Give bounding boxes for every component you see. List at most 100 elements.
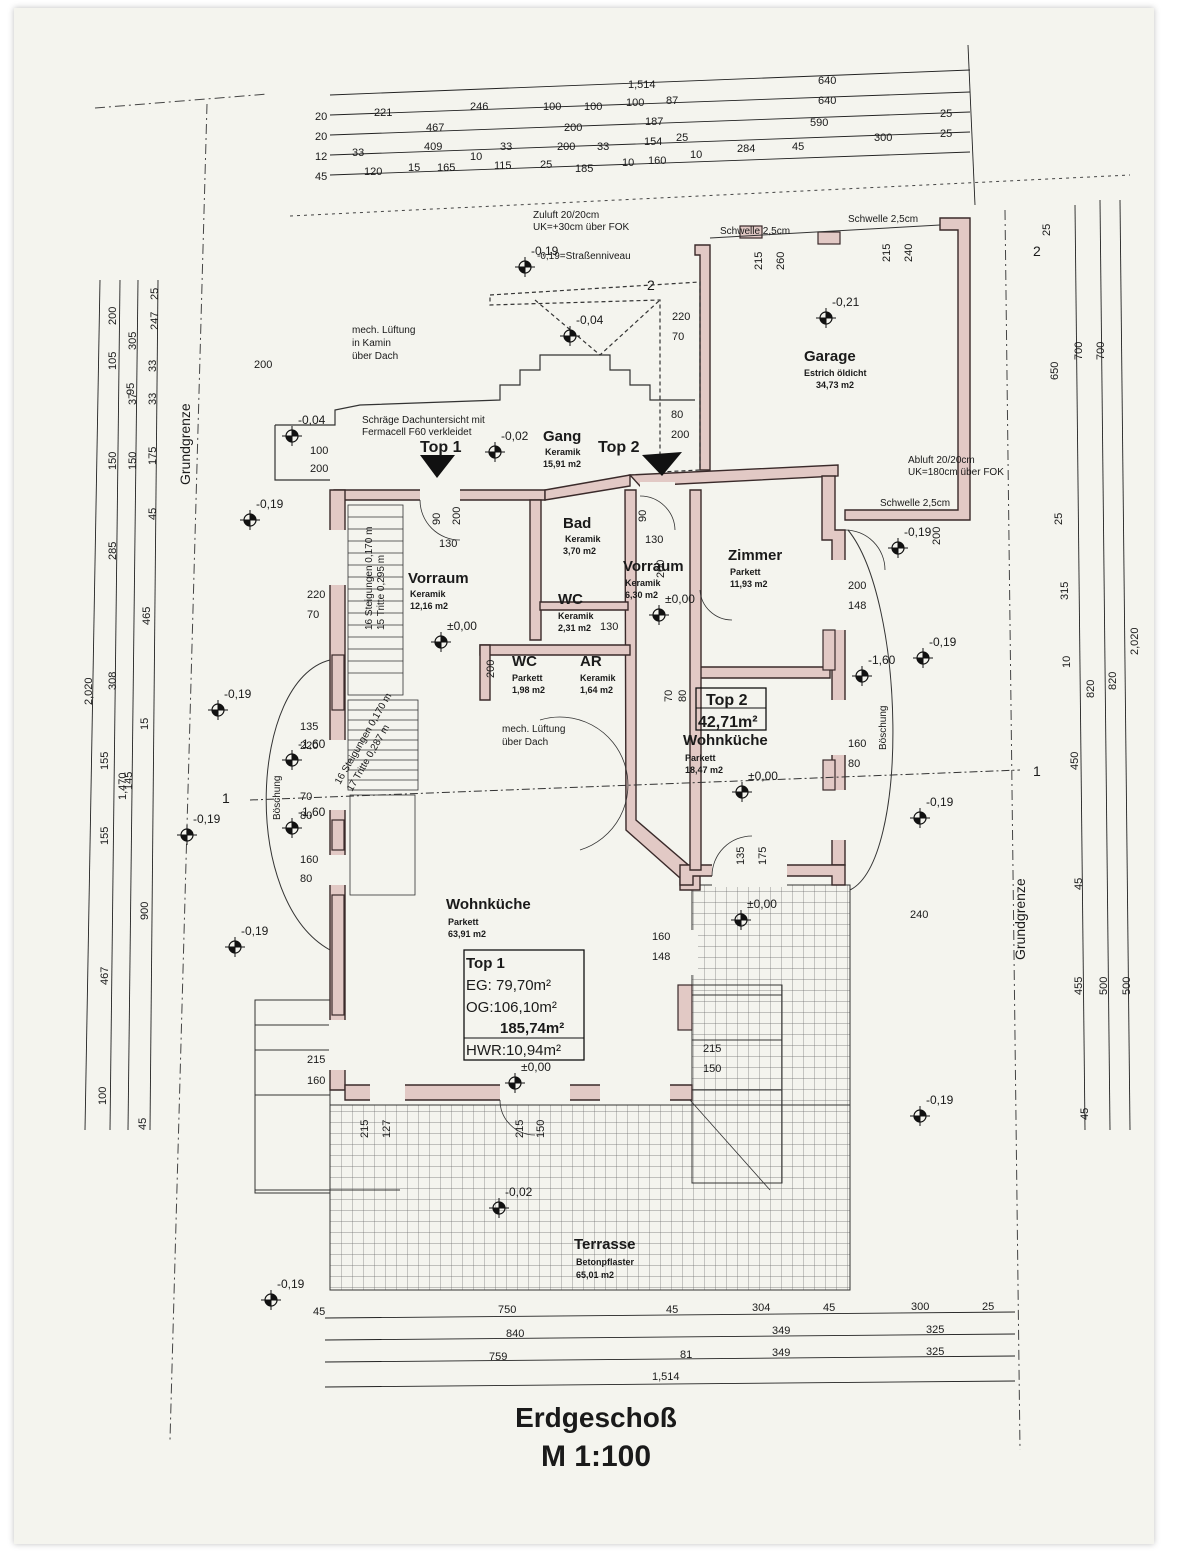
pergola-left [254, 999, 400, 1194]
top1-info-box [463, 949, 585, 1061]
room-floor-wohnkueche2: Parkett [685, 753, 716, 763]
level-marker-text: ±0,00 [665, 592, 695, 606]
room-area-wohnkueche1: 63,91 m2 [448, 929, 486, 939]
dimension-right: 2,020 [1129, 627, 1141, 655]
section-symbol-2-right: 2 [1033, 243, 1041, 259]
top1-og: OG:106,10m² [466, 999, 557, 1016]
note-grundgrenze-left: Grundgrenze [177, 403, 193, 485]
wall-openings [329, 482, 848, 1102]
dimension-bottom: 325 [926, 1324, 944, 1336]
dimension-inner: 70 [672, 331, 684, 343]
room-floor-bad: Keramik [565, 534, 602, 544]
dimension-inner: 127 [381, 1120, 393, 1138]
dimension-top: 45 [315, 171, 327, 183]
level-marker-text: -0,21 [832, 295, 860, 309]
dimension-top: 45 [792, 141, 804, 153]
dimension-left: 150 [107, 452, 119, 470]
dimension-inner: 200 [671, 429, 689, 441]
dimension-inner: 80 [671, 409, 683, 421]
dimension-top: 100 [584, 101, 602, 113]
level-marker-text: -0,19 [531, 244, 559, 258]
garage-door-line [709, 224, 941, 239]
room-floor-terrasse: Betonpflaster [576, 1257, 635, 1267]
top2-label: Top 2 [706, 692, 748, 709]
room-name-wohnkueche1: Wohnküche [446, 896, 531, 913]
dimension-inner: 135 [300, 721, 318, 733]
embankment-lines [265, 529, 894, 951]
section-symbol-2-top: 2 [647, 277, 655, 293]
dimension-top: 33 [597, 141, 609, 153]
level-marker: -0,19 [208, 687, 252, 720]
dimension-right: 820 [1085, 680, 1097, 698]
roof-outline [274, 281, 701, 481]
level-marker: -1,60 [282, 737, 326, 770]
dimension-bottom: 840 [506, 1328, 524, 1340]
level-marker: -1,60 [282, 805, 326, 838]
note-lueftung-kamin-3: über Dach [352, 351, 398, 362]
level-marker: ±0,00 [649, 592, 695, 625]
dimension-right: 25 [1041, 224, 1053, 236]
level-marker: -0,02 [485, 429, 529, 462]
plan-scale: M 1:100 [540, 1440, 652, 1473]
dimension-top: 100 [543, 101, 561, 113]
top1-marker-triangle [420, 455, 455, 478]
top2-marker-triangle [642, 452, 682, 476]
staircases [347, 504, 419, 896]
dimension-bottom: 45 [823, 1302, 835, 1314]
room-name-ar: AR [580, 653, 602, 670]
room-name-vorraum2: Vorraum [623, 558, 684, 575]
door-swings [419, 495, 886, 1191]
dimension-left: 305 [127, 332, 139, 350]
dimension-inner: 148 [848, 600, 866, 612]
dimension-top: 187 [645, 116, 663, 128]
dimension-left: 155 [99, 752, 111, 770]
note-stair-1: 16 Steigungen 0,170 m [364, 527, 375, 630]
dimension-inner: 220 [307, 589, 325, 601]
dimension-inner: 200 [310, 463, 328, 475]
dimension-top: 25 [940, 108, 952, 120]
level-marker-text: -0,02 [505, 1185, 533, 1199]
room-labels: Gang Keramik 15,91 m2 Bad Keramik 3,70 m… [408, 348, 867, 1280]
dimension-bottom: 750 [498, 1304, 516, 1316]
dimension-top: 409 [424, 141, 442, 153]
level-marker-text: ±0,00 [747, 897, 777, 911]
level-marker: -0,19 [261, 1277, 305, 1310]
dimension-left: 175 [147, 447, 159, 465]
dimension-left: 95 [125, 383, 137, 395]
note-dach-2: Fermacell F60 verkleidet [362, 427, 472, 438]
dimension-inner: 215 [881, 244, 893, 262]
dimension-left: 105 [107, 352, 119, 370]
dimension-right: 500 [1098, 977, 1110, 995]
dimension-top: 284 [737, 143, 755, 155]
dimension-right: 820 [1107, 672, 1119, 690]
terrace-main [329, 1104, 851, 1291]
dimension-inner: 240 [903, 244, 915, 262]
level-marker: -0,21 [816, 295, 860, 328]
dimension-top: 590 [810, 117, 828, 129]
dimension-left: 465 [141, 607, 153, 625]
level-marker-text: -1,60 [298, 805, 326, 819]
note-lueftung-kamin-1: mech. Lüftung [352, 325, 415, 336]
level-marker-text: -0,19 [241, 924, 269, 938]
dimension-right: 650 [1049, 362, 1061, 380]
dimension-inner: 175 [757, 847, 769, 865]
note-lueftung-dach-2: über Dach [502, 737, 548, 748]
dimension-left: 45 [147, 508, 159, 520]
level-marker-text: -0,19 [277, 1277, 305, 1291]
dimension-top: 120 [364, 166, 382, 178]
dimension-inner: 160 [652, 931, 670, 943]
dimension-left: 100 [97, 1087, 109, 1105]
dimension-inner: 200 [485, 660, 497, 678]
dimension-bottom: 1,514 [652, 1371, 680, 1383]
dimension-inner: 70 [663, 690, 675, 702]
room-name-bad: Bad [563, 515, 591, 532]
note-schwelle-c: Schwelle 2,5cm [880, 498, 950, 509]
note-strassenniveau: -0,19=Straßenniveau [537, 251, 631, 262]
dimension-bottom: 45 [666, 1304, 678, 1316]
top1-eg: EG: 79,70m² [466, 977, 551, 994]
dimension-inner: 215 [703, 1043, 721, 1055]
level-marker-text: ±0,00 [521, 1060, 551, 1074]
level-marker-text: -0,19 [193, 812, 221, 826]
